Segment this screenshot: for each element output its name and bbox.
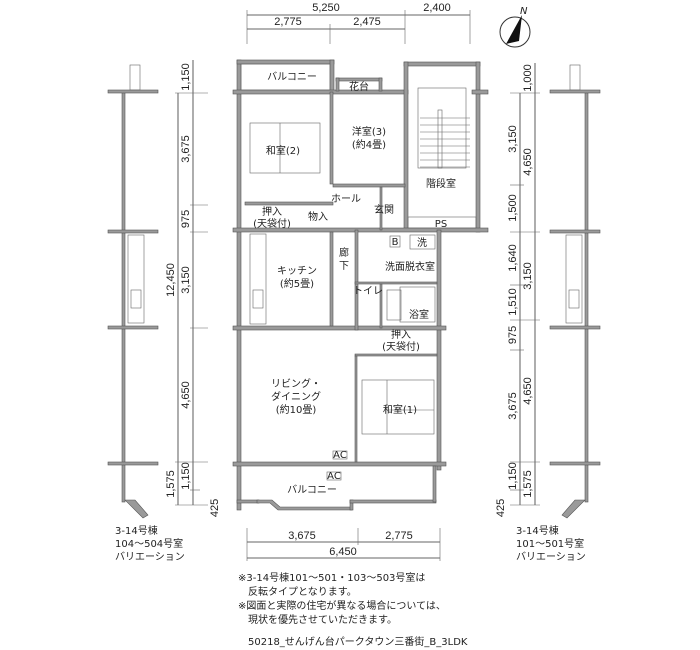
right-variation-caption: 3-14号棟 101～501号室 バリエーション [516,524,586,563]
dim-bottom-3675: 3,675 [288,530,316,542]
right-variation-sketch [549,64,601,519]
note-line: 現状を優先させていただきます。 [248,613,397,626]
label-boiler: B [392,237,399,248]
dim-right-inner-5: 3,675 [507,392,519,420]
dim-right-inner-3: 1,510 [507,288,519,316]
note-line: ※図面と実際の住宅が異なる場合については、 [238,599,446,612]
label-storage: 物入 [308,210,328,223]
dim-left-total: 12,450 [165,263,177,297]
dim-right-inner-4: 975 [507,326,519,344]
north-compass-icon: N [499,6,531,48]
note-line: 反転タイプとなります。 [248,586,357,598]
caption-line: 104～504号室 [115,537,183,550]
label-closet-right-sub: (天袋付) [382,340,420,353]
dim-top-2775: 2,775 [274,16,302,28]
label-kitchen: キッチン [277,265,317,277]
label-washroom: 洗面脱衣室 [385,260,435,273]
label-balcony-bottom: バルコニー [287,484,337,496]
left-variation-sketch [107,64,159,519]
boiler-box [389,235,401,248]
right-dimensions: 3,150 1,500 1,640 1,510 975 3,675 1,150 … [495,63,540,517]
dim-right-inner-2: 1,640 [507,244,519,272]
caption-line: 101～501号室 [516,537,584,550]
washer-box [409,234,436,250]
footer-plan-id: 50218_せんげん台パークタウン三番街_B_3LDK [248,635,468,648]
top-dimensions: 5,250 2,400 2,775 2,475 [246,2,471,44]
label-corridor-1: 廊 [339,246,349,259]
dim-right-inner-1: 1,500 [507,194,519,222]
dim-left-outer-bottom: 1,575 [165,470,177,498]
label-living-2: ダイニング [271,390,321,403]
dim-left-seg-4: 4,650 [180,381,192,409]
dim-right-outer-4: 1,575 [522,470,534,498]
stairs [417,87,470,169]
label-bath: 浴室 [409,308,429,321]
caption-line: 3-14号棟 [516,524,559,537]
dim-top-5250: 5,250 [312,2,340,14]
label-washitsu-2: 和室(2) [266,144,300,157]
dim-left-seg-6: 425 [209,499,221,517]
room-labels: バルコニー 花台 和室(2) 洋室(3) (約4畳) 階段室 ホール 玄関 押入… [253,71,456,496]
caption-line: 3-14号棟 [115,524,158,537]
left-variation-caption: 3-14号棟 104～504号室 バリエーション [115,524,185,563]
left-dimensions: 12,450 1,575 1,150 3,675 975 3,150 4,650… [165,60,221,517]
label-toilet: トイレ [353,286,383,297]
label-living-size: (約10畳) [276,403,317,416]
dim-right-inner-0: 3,150 [507,125,519,153]
label-living-1: リビング・ [271,377,321,390]
label-ps: PS [435,219,447,230]
bottom-dimensions: 3,675 2,775 6,450 [246,528,441,561]
label-entrance: 玄関 [374,203,394,216]
dim-top-2400: 2,400 [423,2,451,14]
compass-label: N [520,6,528,17]
dim-bottom-2775: 2,775 [385,530,413,542]
label-ac-2: AC [327,471,341,482]
notes: ※3-14号棟101～501・103～503号室は 反転タイプとなります。 ※図… [238,571,468,648]
caption-line: バリエーション [516,551,586,563]
label-kitchen-size: (約5畳) [280,277,314,290]
dim-left-seg-0: 1,150 [180,63,192,91]
label-closet-right: 押入 [391,328,411,341]
label-closet-left: 押入 [262,205,282,218]
dim-right-outer-3: 4,650 [522,377,534,405]
dim-left-seg-1: 3,675 [180,135,192,163]
dim-bottom-6450: 6,450 [329,546,357,558]
note-line: ※3-14号棟101～501・103～503号室は [238,571,425,584]
dim-right-inner-6: 1,150 [507,462,519,490]
label-youshitsu-3-size: (約4畳) [352,138,386,151]
label-closet-left-sub: (天袋付) [253,217,291,230]
dim-right-outer-2: 3,150 [522,262,534,290]
label-ac-1: AC [333,450,347,461]
dim-right-outer-0: 1,000 [522,64,534,92]
label-stairwell: 階段室 [426,177,456,190]
label-balcony-top: バルコニー [267,71,317,83]
label-flower-bed: 花台 [349,80,369,93]
dim-right-outer-1: 4,650 [522,148,534,176]
dim-left-seg-5: 1,150 [180,462,192,490]
main-plan [232,59,489,511]
caption-line: バリエーション [115,551,185,563]
dim-top-2475: 2,475 [353,16,381,28]
label-washer: 洗 [417,237,427,249]
dim-right-inner-7: 425 [495,499,507,517]
label-washitsu-1: 和室(1) [383,403,417,416]
label-corridor-2: 下 [339,261,349,272]
dim-left-seg-3: 3,150 [180,266,192,294]
dim-left-seg-2: 975 [180,210,192,228]
label-hall: ホール [331,193,361,205]
label-youshitsu-3: 洋室(3) [352,125,386,138]
